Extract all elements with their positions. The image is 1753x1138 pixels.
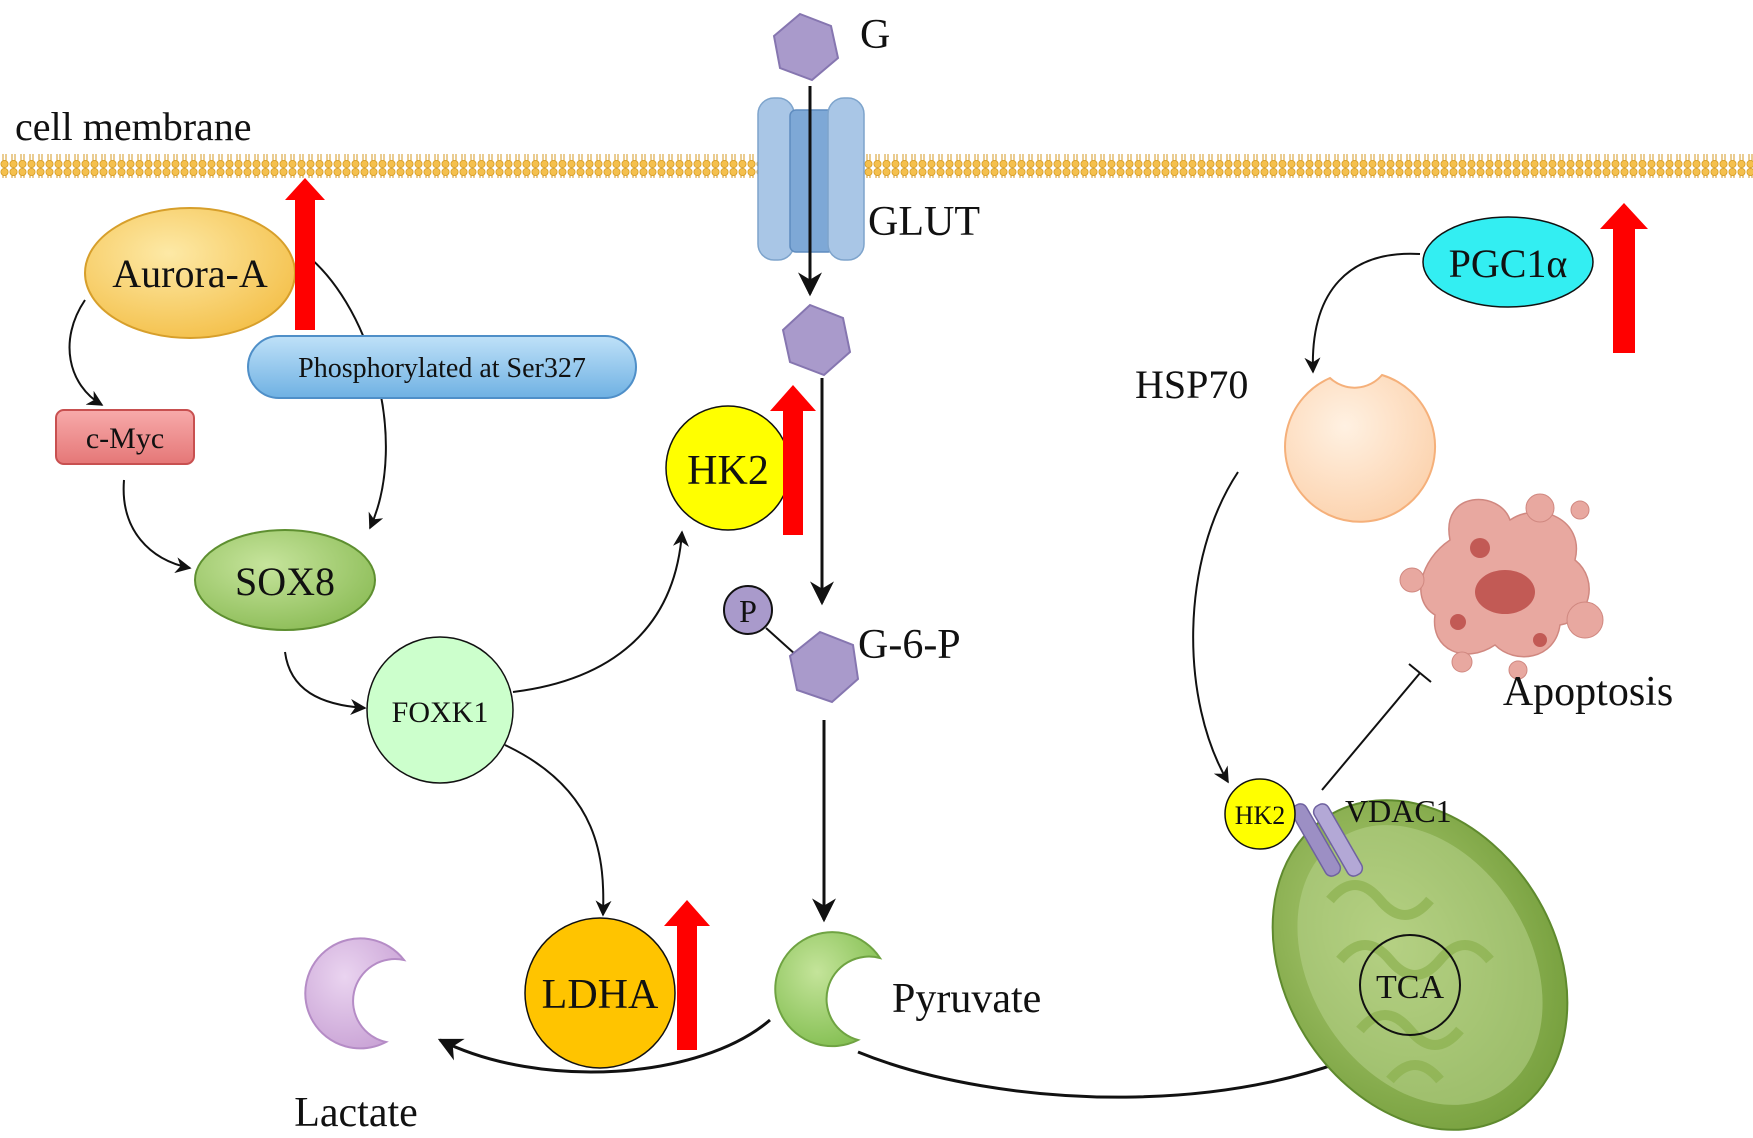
cell-membrane: cell membrane [0,104,1753,178]
foxk1-node: FOXK1 [366,636,514,784]
apoptotic-cell: Apoptosis [1399,493,1673,715]
lactate-label: Lactate [294,1090,418,1136]
glut-transporter: GLUT [757,97,980,261]
pyruvate-to-lactate-arrow [437,1018,771,1074]
cell-membrane-label: cell membrane [15,104,252,149]
apoptosis-label: Apoptosis [1503,669,1673,715]
aurora-a-label: Aurora-A [112,251,268,296]
pgc1a-label: PGC1α [1449,241,1568,286]
foxk1-label: FOXK1 [392,696,489,729]
sox8-label: SOX8 [235,559,335,604]
pyruvate-label: Pyruvate [892,976,1041,1022]
hk2-mito-node: HK2 [1224,778,1296,850]
tca-cycle [1359,934,1461,1036]
tca-label: TCA [1376,969,1444,1006]
aurora-to-cmyc-arrow [68,299,104,406]
hk2-node: HK2 [665,405,791,531]
upregulation-arrow-hk2 [770,385,816,535]
pgc1a-node: PGC1α [1422,216,1594,308]
pgc1a-to-hsp70-arrow [1304,252,1421,374]
glucose-outside: G [772,12,890,82]
glut-label: GLUT [868,199,980,245]
hsp70-to-hk2-arrow [1192,471,1239,784]
sox8-node: SOX8 [194,529,376,631]
glucose-inside [781,303,852,377]
upregulation-arrow-aurora [285,178,325,330]
foxk1-to-hk2-arrow [512,530,689,693]
ldha-label: LDHA [542,972,659,1018]
phospho-ser327-node: Phosphorylated at Ser327 [247,335,637,399]
hk2-label: HK2 [687,448,769,494]
g6p-molecule: P G-6-P [723,585,961,704]
upregulation-arrow-ldha [664,900,710,1050]
hk2-mito-label: HK2 [1235,801,1286,830]
aurora-a-node: Aurora-A [84,207,296,339]
sox8-to-foxk1-arrow [284,651,367,716]
hk2-inhibits-apoptosis [1321,663,1432,791]
phosphate-group [723,585,773,635]
pyruvate-molecule: Pyruvate [774,931,1041,1048]
c-myc-node: c-Myc [55,409,195,465]
cmyc-to-sox8-arrow [122,479,192,574]
mitochondrion: TCA [1271,799,1569,1131]
phosphate-label: P [739,593,757,629]
vdac1-channel: VDAC1 [1290,793,1452,877]
lactate-molecule: Lactate [294,937,418,1136]
g6p-label: G-6-P [858,622,961,668]
ldha-node: LDHA [524,917,676,1069]
foxk1-to-ldha-arrow [504,744,612,917]
hsp70-label: HSP70 [1135,362,1248,407]
c-myc-label: c-Myc [86,422,164,455]
vdac1-label: VDAC1 [1345,793,1452,829]
phospho-label: Phosphorylated at Ser327 [298,353,586,384]
hsp70-node: HSP70 [1135,362,1437,523]
glucose-label: G [860,12,890,58]
upregulation-arrow-pgc1a [1600,203,1648,353]
